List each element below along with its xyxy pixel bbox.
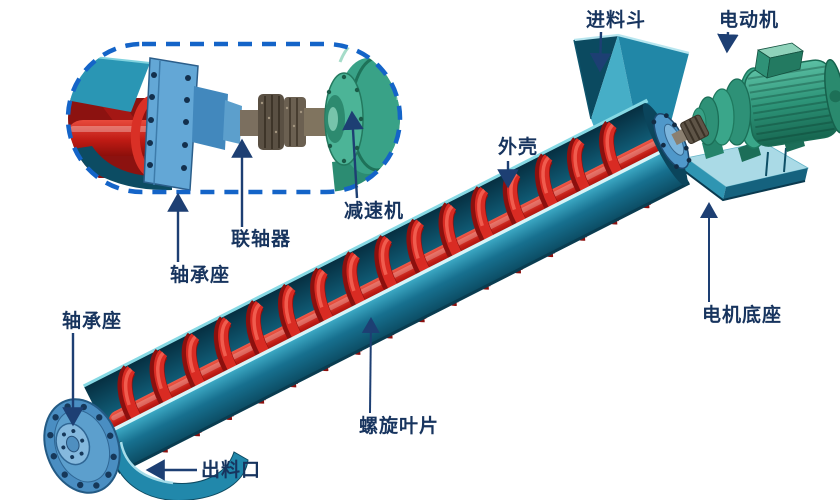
label-coupling: 联轴器 [230, 228, 292, 250]
arrow-reducer [342, 110, 364, 199]
label-feed-hopper: 进料斗 [585, 9, 647, 31]
detail-inset-graphic [68, 44, 400, 192]
label-motor-base: 电机底座 [701, 304, 783, 326]
bearing-seat-upper-graphic [143, 57, 242, 191]
coupling-graphic [258, 94, 306, 150]
label-bearing-seat-upper: 轴承座 [169, 264, 231, 286]
bearing-seat-lower-graphic [55, 422, 91, 466]
conveyor-trough-graphic [82, 98, 710, 474]
arrow-feed-hopper [589, 31, 612, 73]
label-casing: 外壳 [497, 136, 539, 158]
callout-arrows [62, 31, 739, 481]
arrow-electric-motor [717, 31, 739, 54]
casing-front-wall [100, 146, 690, 474]
label-discharge-outlet: 出料口 [200, 459, 262, 481]
inset-dashed-border [65, 41, 403, 195]
arrow-spiral-blade [361, 317, 380, 414]
motor-terminal-box [754, 42, 804, 79]
electric-motor-graphic [691, 42, 840, 162]
label-bearing-seat-lower: 轴承座 [61, 310, 123, 332]
drive-coupling-graphic [680, 114, 710, 145]
label-reducer: 减速机 [343, 200, 405, 222]
label-electric-motor: 电动机 [718, 9, 780, 31]
label-spiral-blade: 螺旋叶片 [358, 415, 440, 437]
